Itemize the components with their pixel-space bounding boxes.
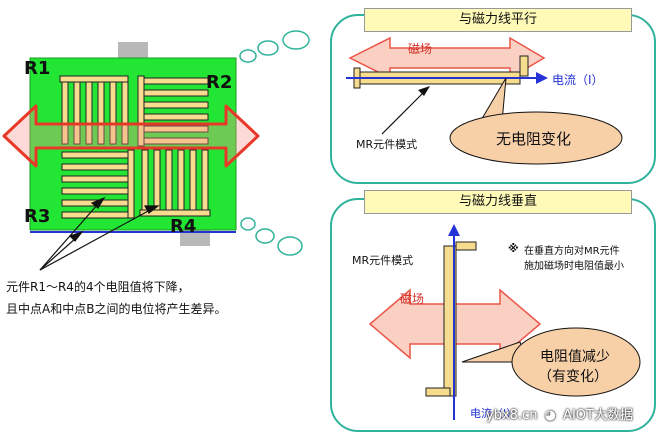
perpendicular-pattern-label: MR元件模式: [352, 254, 414, 267]
label-r1: R1: [24, 58, 50, 79]
perpendicular-result-line1: 电阻值减少: [540, 349, 610, 365]
parallel-field-arrow: [348, 36, 546, 80]
parallel-field-label: 磁场: [408, 42, 433, 56]
perpendicular-element-end-top: [455, 241, 477, 251]
watermark: ybx8.cn ◕ AIOT大数据: [486, 404, 633, 423]
parallel-element-end-right: [519, 55, 529, 77]
parallel-result-bubble: [449, 111, 623, 165]
perpendicular-diagram: [368, 224, 641, 420]
perpendicular-note-line2: 施加磁场时电阻值最小: [524, 261, 624, 272]
perpendicular-note-line1: 在垂直方向对MR元件: [524, 246, 620, 257]
label-r4: R4: [170, 216, 196, 237]
perpendicular-note-mark: ※: [508, 242, 519, 255]
perpendicular-element-end-bottom: [425, 387, 451, 397]
perpendicular-current-arrowhead: [448, 224, 460, 236]
parallel-current-arrowhead: [536, 72, 548, 84]
mr-sensor-diagram: R1 R2 R3 R4: [2, 30, 310, 271]
watermark-site: ybx8.cn: [486, 408, 538, 423]
perpendicular-field-label: 磁场: [400, 292, 425, 306]
watermark-brand: AIOT大数据: [563, 408, 633, 423]
thought-bubbles: [239, 30, 310, 256]
parallel-pattern-pointer-head: [418, 86, 430, 96]
r1-pattern: [59, 75, 129, 145]
label-r2: R2: [206, 72, 232, 93]
parallel-pattern-label: MR元件模式: [356, 138, 418, 151]
parallel-diagram: [346, 36, 623, 165]
perpendicular-result-bubble: [511, 327, 641, 397]
perpendicular-title: 与磁力线垂直: [364, 190, 632, 214]
left-caption-line2: 且中点A和中点B之间的电位将产生差异。: [6, 302, 227, 316]
r4-pattern: [139, 149, 211, 217]
magnetic-field-arrow: [2, 104, 260, 168]
wechat-icon: ◕: [544, 408, 556, 423]
perpendicular-current-label: 电流（I）: [470, 407, 518, 420]
parallel-title: 与磁力线平行: [364, 8, 632, 32]
caption-pointers: [39, 196, 160, 271]
parallel-pattern-pointer: [381, 89, 427, 135]
perpendicular-result-line2: （有变化）: [538, 369, 608, 385]
left-caption-line1: 元件R1～R4的4个电阻值将下降，: [6, 280, 190, 294]
parallel-result-text: 无电阻变化: [496, 130, 572, 148]
label-r3: R3: [24, 206, 50, 227]
r2-pattern: [137, 75, 209, 147]
parallel-current-label: 电流（I）: [552, 73, 604, 87]
top-terminal: [118, 42, 148, 60]
